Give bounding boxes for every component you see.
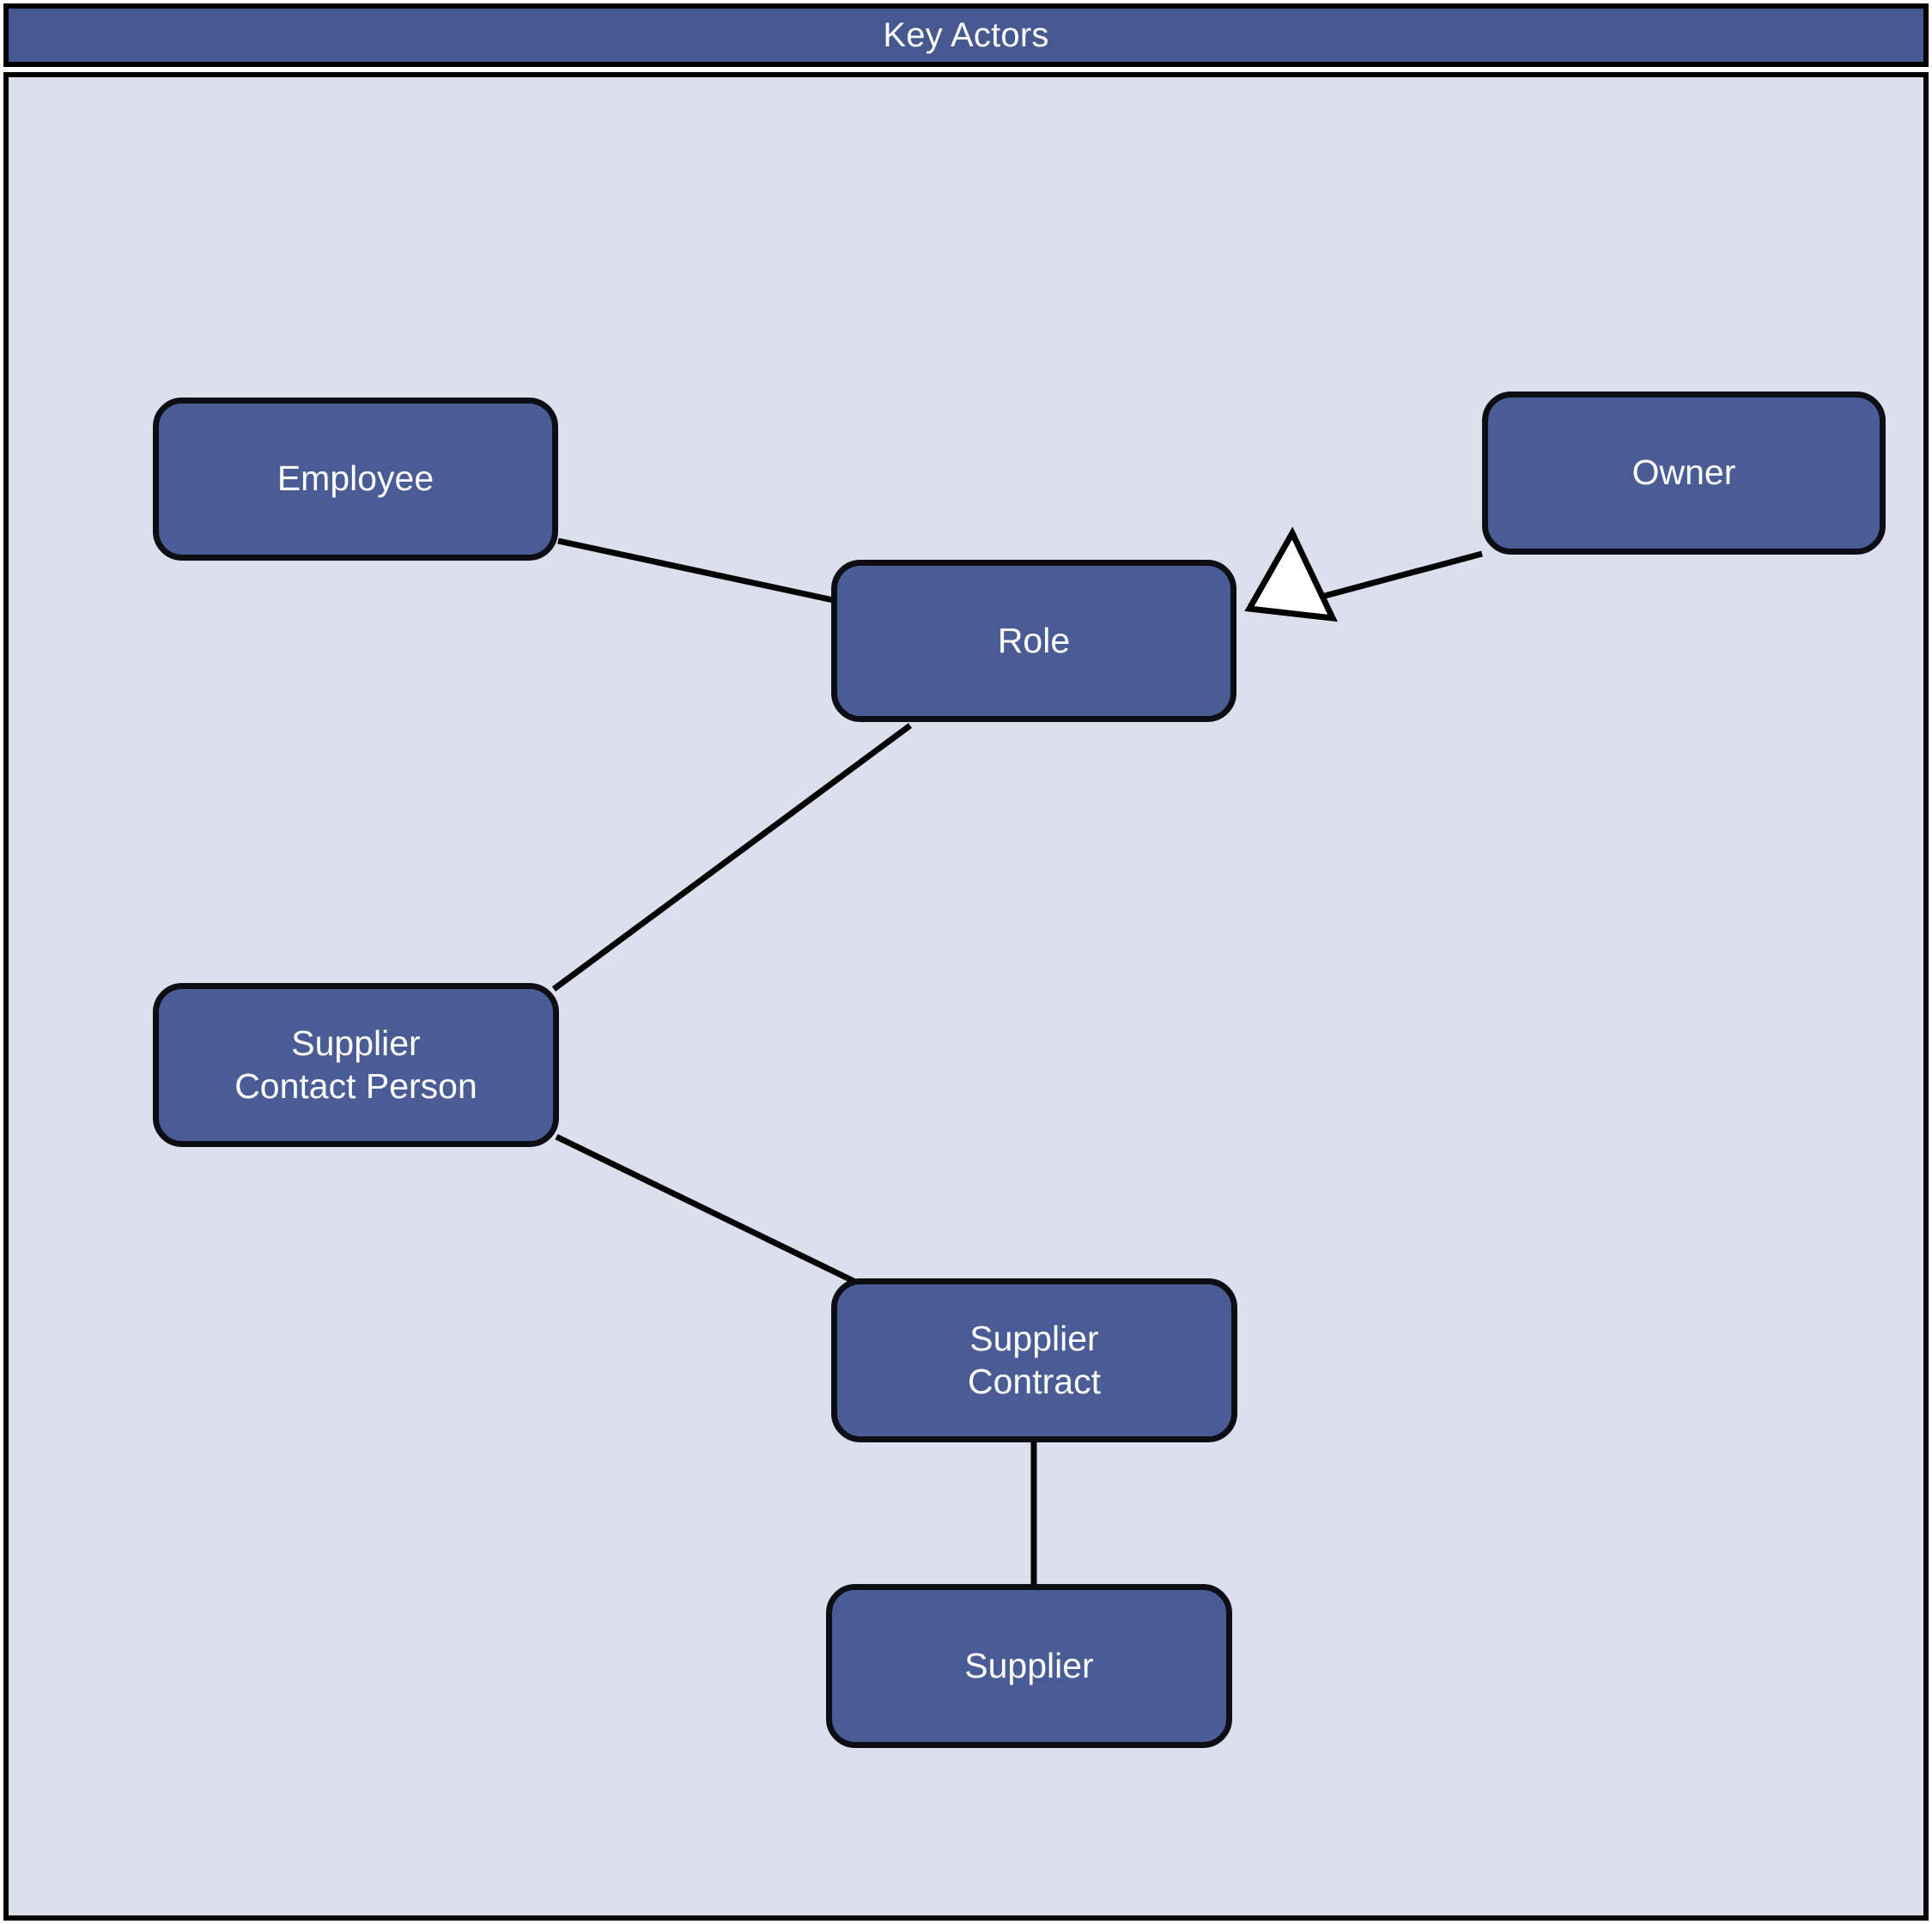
node-supplier-label: Supplier — [964, 1645, 1094, 1685]
node-owner-label: Owner — [1631, 452, 1736, 493]
node-role[interactable]: Role — [831, 560, 1236, 722]
node-employee[interactable]: Employee — [153, 398, 558, 561]
node-role-label: Role — [997, 620, 1071, 660]
page-title: Key Actors — [883, 16, 1049, 54]
node-supplier-contract-label: Supplier Contract — [968, 1319, 1101, 1401]
diagram-title-bar: Key Actors — [3, 3, 1929, 67]
node-supplier-contact-person-label: Supplier Contact Person — [234, 1023, 477, 1106]
node-employee-label: Employee — [276, 458, 434, 499]
node-supplier-contact-person[interactable]: Supplier Contact Person — [153, 983, 559, 1147]
node-supplier[interactable]: Supplier — [826, 1584, 1232, 1748]
node-supplier-contract[interactable]: Supplier Contract — [831, 1278, 1237, 1442]
node-owner[interactable]: Owner — [1482, 391, 1886, 555]
